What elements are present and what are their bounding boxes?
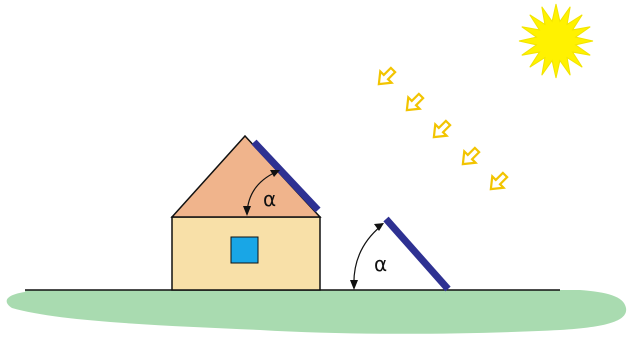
ground-angle-arrowhead-bottom	[350, 280, 358, 290]
sunray-arrow-icon	[489, 171, 509, 191]
house-window	[230, 236, 259, 264]
ground-solar-panel	[383, 216, 451, 292]
ground-angle-label: α	[374, 252, 387, 276]
roof-solar-panel	[251, 139, 321, 213]
ground	[6, 290, 627, 334]
sunrays	[377, 66, 509, 191]
sunray-arrow-icon	[461, 146, 481, 166]
ground-angle-arrowhead-top	[374, 223, 384, 231]
sun-icon	[518, 3, 594, 79]
house-roof	[170, 134, 322, 218]
roof-angle-arrowhead-bottom	[243, 206, 251, 216]
sunray-arrow-icon	[432, 119, 452, 139]
sunray-arrow-icon	[377, 66, 397, 86]
roof-angle-label: α	[263, 187, 276, 211]
roof-angle-arrowhead-top	[270, 170, 280, 177]
sunray-arrow-icon	[405, 92, 425, 112]
